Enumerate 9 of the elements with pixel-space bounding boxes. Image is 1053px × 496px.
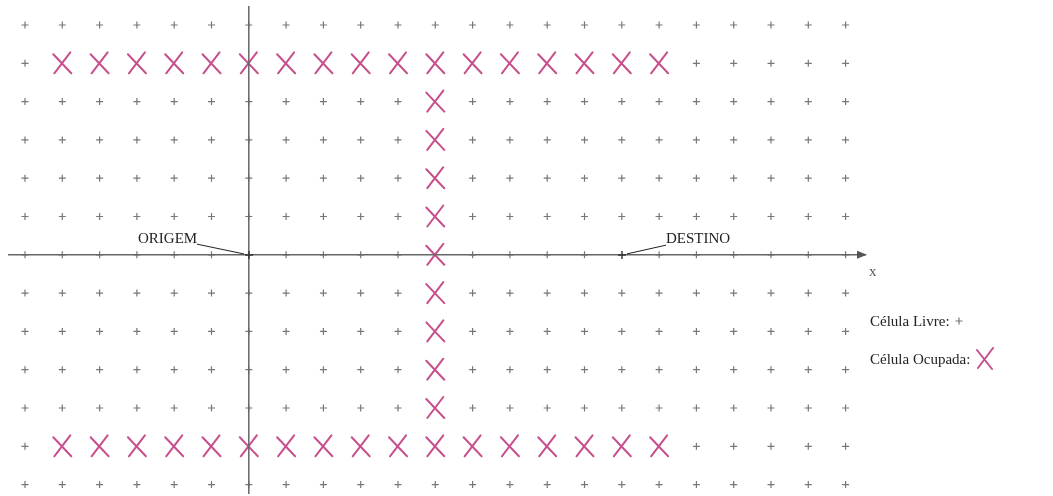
leader-line <box>626 244 667 255</box>
legend-label: Célula Livre: <box>870 312 950 330</box>
callout-label: DESTINO <box>666 229 731 247</box>
grid-point <box>243 249 254 260</box>
callout-label: ORIGEM <box>138 229 198 247</box>
legend-label: Célula Ocupada: <box>870 350 971 368</box>
leader-line <box>196 243 245 255</box>
axis-label: x <box>869 262 877 280</box>
grid-point <box>616 249 627 260</box>
